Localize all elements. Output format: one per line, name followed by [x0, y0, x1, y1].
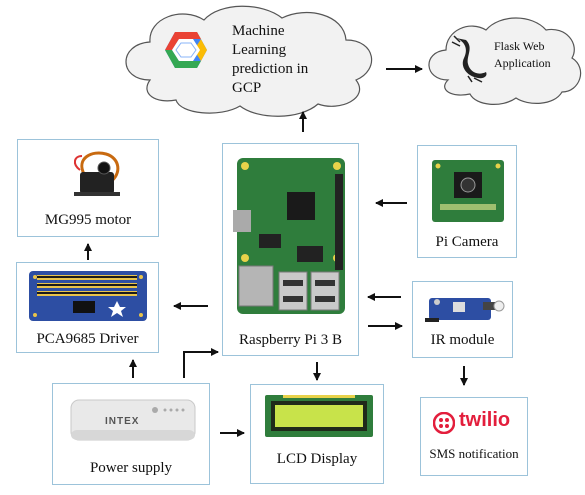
- pi-camera-icon: [432, 160, 504, 222]
- power-label: Power supply: [89, 460, 173, 476]
- pca9685-board-icon: [29, 271, 147, 321]
- flask-line: Flask Web: [494, 39, 545, 53]
- motor-label: MG995 motor: [44, 212, 132, 228]
- sms-node: twilio SMS notification: [420, 397, 528, 476]
- twilio-brand: twilio: [459, 409, 511, 431]
- rpi-label: Raspberry Pi 3 B: [239, 332, 342, 348]
- google-cloud-logo-icon: [165, 32, 207, 68]
- rpi-node: Raspberry Pi 3 B: [222, 143, 359, 356]
- gcp-label: Machine Learning prediction in GCP: [232, 22, 308, 98]
- camera-node: Pi Camera: [417, 145, 517, 258]
- twilio-logo-icon: [433, 412, 455, 434]
- power-node: INTEX Power supply: [52, 383, 210, 485]
- raspberry-pi-board-icon: [233, 158, 345, 314]
- power-bank-icon: [70, 399, 196, 441]
- flask-logo-icon: [451, 35, 487, 83]
- gcp-line: GCP: [232, 80, 262, 96]
- gcp-line: Learning: [232, 42, 287, 58]
- gcp-line: prediction in: [232, 61, 309, 77]
- ir-sensor-icon: [425, 298, 505, 322]
- arrow-power-to-rpi: [183, 348, 219, 378]
- lcd-module-icon: [265, 395, 373, 437]
- flask-line: Application: [494, 56, 551, 70]
- ir-label: IR module: [430, 332, 495, 348]
- driver-node: PCA9685 Driver: [16, 262, 159, 353]
- lcd-label: LCD Display: [276, 451, 358, 467]
- ir-node: IR module: [412, 281, 513, 358]
- motor-node: MG995 motor: [17, 139, 159, 237]
- flask-label: Flask Web Application: [494, 38, 551, 72]
- gcp-line: Machine: [232, 23, 285, 39]
- driver-label: PCA9685 Driver: [36, 331, 139, 347]
- sms-label: SMS notification: [429, 446, 519, 461]
- power-brand: INTEX: [105, 416, 140, 427]
- flask-cloud: [428, 17, 582, 105]
- lcd-node: LCD Display: [250, 384, 384, 484]
- servo-motor-icon: [74, 151, 120, 196]
- camera-label: Pi Camera: [435, 234, 499, 250]
